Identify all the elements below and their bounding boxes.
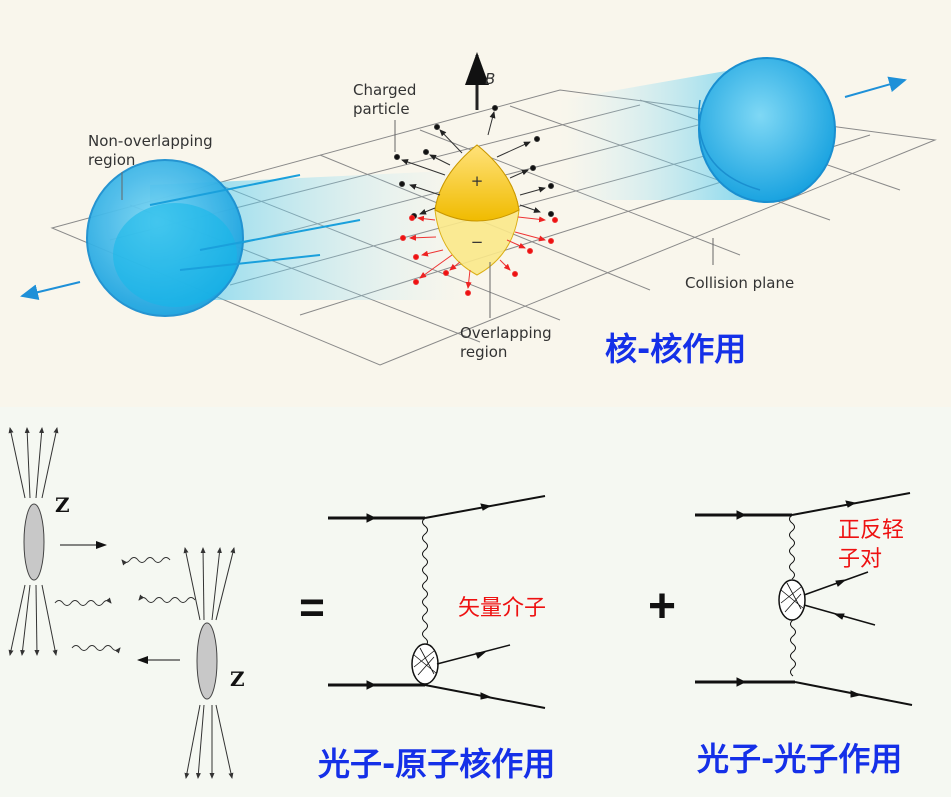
charged-particle-label-2: particle	[353, 100, 410, 118]
collision-plane-label: Collision plane	[685, 274, 794, 292]
overlapping-region: + −	[434, 144, 520, 276]
nucleus-nucleus-title: 核-核作用	[605, 330, 746, 368]
vector-meson-label: 矢量介子	[458, 596, 546, 621]
overlapping-label-2: region	[460, 343, 507, 361]
feynman-diagram-photon-nucleus	[328, 495, 546, 709]
plus-sign: +	[471, 172, 484, 190]
left-direction-arrow	[20, 281, 81, 301]
charged-particle-label-1: Charged	[353, 81, 416, 99]
photon-photon-title: 光子-光子作用	[697, 740, 902, 778]
non-overlapping-label-1: Non-overlapping	[88, 132, 213, 150]
charged-particles-negative	[400, 215, 558, 296]
minus-sign: −	[471, 233, 484, 251]
right-direction-arrow	[844, 76, 907, 98]
lepton-pair-label-1: 正反轻	[838, 518, 904, 543]
lepton-pair-label-2: 子对	[838, 547, 882, 572]
plus-sign: +	[648, 580, 676, 633]
nucleus-z-right	[183, 547, 236, 779]
nucleus-z-left	[8, 427, 59, 656]
photon-nucleus-title: 光子-原子核作用	[318, 745, 555, 783]
photon-exchange	[54, 541, 196, 664]
feynman-diagram-photon-photon	[695, 492, 913, 706]
equals-sign: =	[299, 583, 325, 632]
b-field-label: B	[485, 70, 495, 88]
nucleus-charge-label-right: Z	[230, 667, 245, 691]
nucleus-charge-label-left: Z	[55, 493, 70, 517]
nucleus-right	[560, 57, 907, 203]
nucleus-left	[20, 159, 470, 317]
overlapping-label-1: Overlapping	[460, 324, 552, 342]
charged-particles-positive	[394, 105, 554, 219]
non-overlapping-label-2: region	[88, 151, 135, 169]
